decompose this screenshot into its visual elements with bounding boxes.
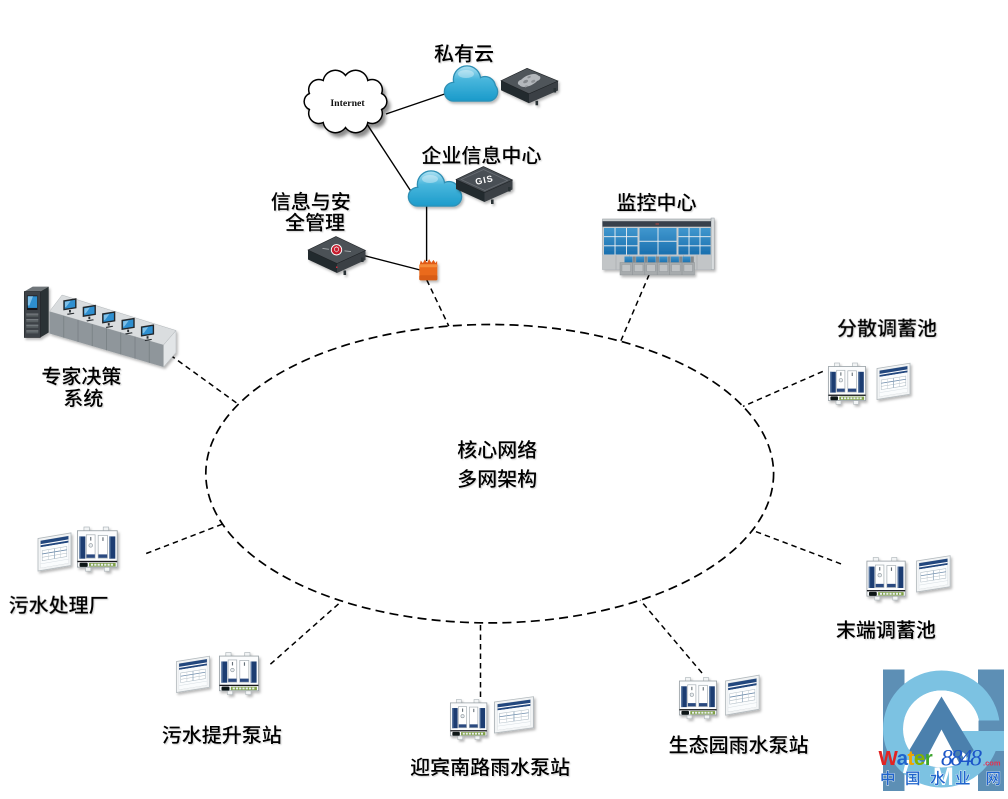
svg-text:.com: .com	[983, 759, 1001, 768]
svg-text:Internet: Internet	[330, 98, 365, 109]
svg-text:8848: 8848	[941, 746, 982, 772]
svg-text:GIS: GIS	[474, 173, 494, 187]
svg-text:Water: Water	[879, 747, 933, 770]
